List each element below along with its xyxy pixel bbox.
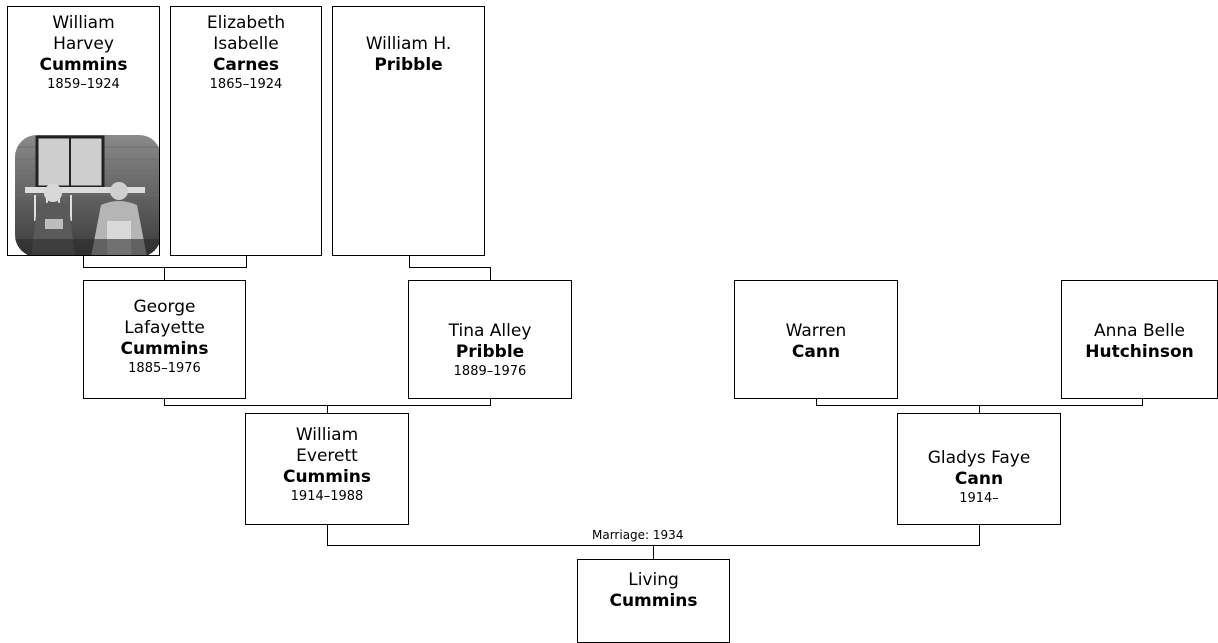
- surname: Pribble: [455, 342, 525, 362]
- connector-line: [164, 267, 165, 280]
- life-years: 1914–1988: [290, 489, 364, 504]
- given-name-line1: George: [133, 297, 196, 317]
- given-name: Tina Alley: [448, 321, 532, 341]
- connector-line: [490, 399, 491, 405]
- life-years: 1885–1976: [128, 361, 201, 376]
- surname: Cann: [791, 342, 841, 362]
- surname: Cummins: [282, 467, 372, 487]
- person-box-warren-cann[interactable]: Warren Cann: [734, 280, 898, 399]
- connector-line: [327, 525, 328, 545]
- given-name-line1: William: [52, 13, 115, 33]
- connector-line: [164, 399, 165, 405]
- connector-line: [1142, 399, 1143, 405]
- given-name: Gladys Faye: [927, 448, 1031, 468]
- surname: Hutchinson: [1085, 342, 1194, 362]
- given-name: Warren: [785, 321, 847, 341]
- person-box-anna-belle-hutchinson[interactable]: Anna Belle Hutchinson: [1061, 280, 1218, 399]
- surname: Cummins: [39, 55, 128, 75]
- surname: Carnes: [212, 55, 280, 75]
- life-years: 1865–1924: [209, 77, 283, 92]
- person-box-william-everett-cummins[interactable]: William Everett Cummins 1914–1988: [245, 413, 409, 525]
- person-box-george-lafayette-cummins[interactable]: George Lafayette Cummins 1885–1976: [83, 280, 246, 399]
- connector-line: [83, 267, 247, 268]
- connector-line: [327, 405, 328, 413]
- given-name-line2: Everett: [296, 446, 358, 466]
- connector-line: [409, 256, 410, 267]
- given-name-line2: Harvey: [53, 34, 114, 54]
- life-years: 1889–1976: [453, 364, 527, 379]
- given-name: William H.: [365, 34, 452, 54]
- surname: Cann: [954, 469, 1004, 489]
- person-box-gladys-faye-cann[interactable]: Gladys Faye Cann 1914–: [897, 413, 1061, 525]
- connector-line: [653, 545, 654, 559]
- given-name: Anna Belle: [1093, 321, 1186, 341]
- connector-line: [83, 256, 84, 267]
- connector-line: [816, 399, 817, 405]
- connector-line: [246, 256, 247, 267]
- given-name: Living: [628, 570, 679, 590]
- person-box-elizabeth-isabelle-carnes[interactable]: Elizabeth Isabelle Carnes 1865–1924: [170, 6, 322, 256]
- connector-line: [979, 525, 980, 545]
- person-box-living-cummins[interactable]: Living Cummins: [577, 559, 730, 643]
- given-name-line1: William: [295, 425, 359, 445]
- person-box-william-h-pribble[interactable]: William H. Pribble: [332, 6, 485, 256]
- person-box-tina-alley-pribble[interactable]: Tina Alley Pribble 1889–1976: [408, 280, 572, 399]
- surname: Cummins: [609, 591, 698, 611]
- connector-line: [979, 405, 980, 413]
- life-years: 1914–: [959, 491, 999, 506]
- life-years: 1859–1924: [47, 77, 120, 92]
- given-name-line2: Lafayette: [124, 318, 205, 338]
- given-name-line2: Isabelle: [213, 34, 279, 54]
- connector-line: [490, 267, 491, 280]
- connector-line: [409, 267, 491, 268]
- person-box-william-harvey-cummins[interactable]: William Harvey Cummins 1859–1924: [7, 6, 160, 256]
- surname: Pribble: [374, 55, 443, 75]
- marriage-label: Marriage: 1934: [590, 528, 686, 542]
- given-name-line1: Elizabeth: [206, 13, 286, 33]
- surname: Cummins: [120, 339, 209, 359]
- portrait-photo: [15, 135, 159, 255]
